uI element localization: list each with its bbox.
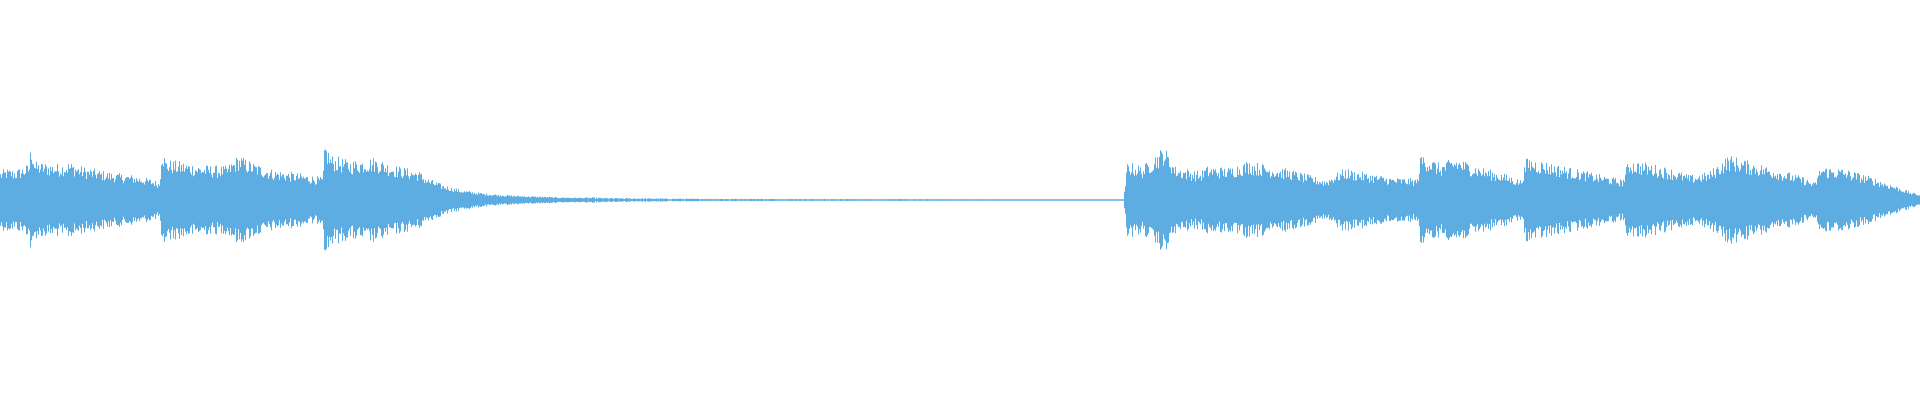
waveform-signal: [0, 149, 1920, 251]
waveform-bars: [0, 149, 1920, 251]
